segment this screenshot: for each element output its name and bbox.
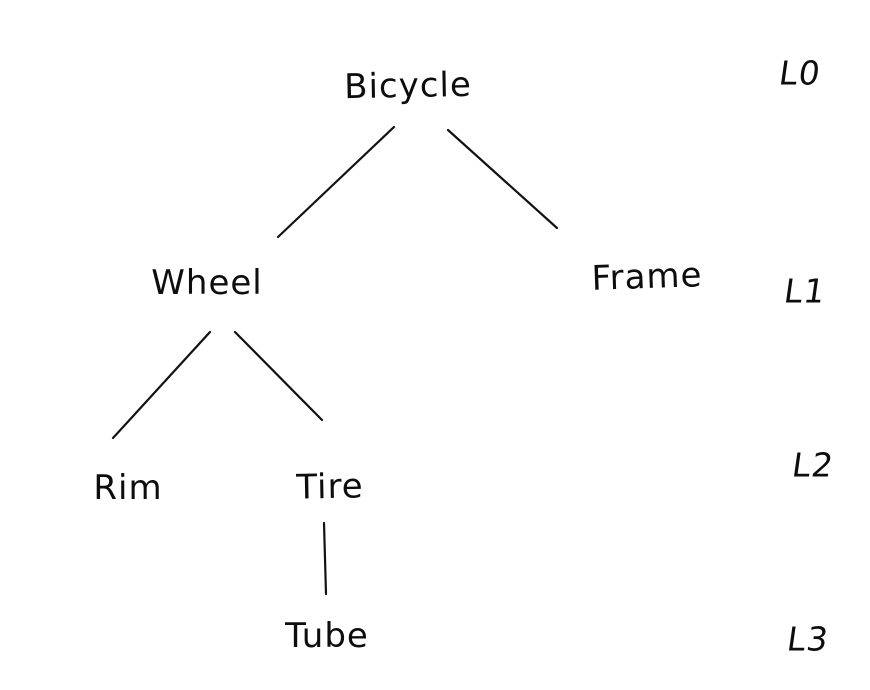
edge-bicycle-wheel <box>276 125 396 239</box>
node-rim: Rim <box>93 468 163 508</box>
edge-bicycle-frame <box>446 128 559 230</box>
level-label-l2: L2 <box>789 445 837 485</box>
node-frame: Frame <box>590 255 704 299</box>
edge-tire-tube <box>322 521 328 596</box>
node-tube: Tube <box>285 616 369 656</box>
edge-wheel-rim <box>111 330 212 440</box>
node-wheel: Wheel <box>151 263 263 303</box>
level-label-l3: L3 <box>784 619 832 659</box>
node-tire: Tire <box>295 466 365 508</box>
level-label-l0: L0 <box>776 53 824 93</box>
node-bicycle: Bicycle <box>343 64 473 108</box>
edge-wheel-tire <box>233 330 324 422</box>
level-label-l1: L1 <box>781 271 829 311</box>
